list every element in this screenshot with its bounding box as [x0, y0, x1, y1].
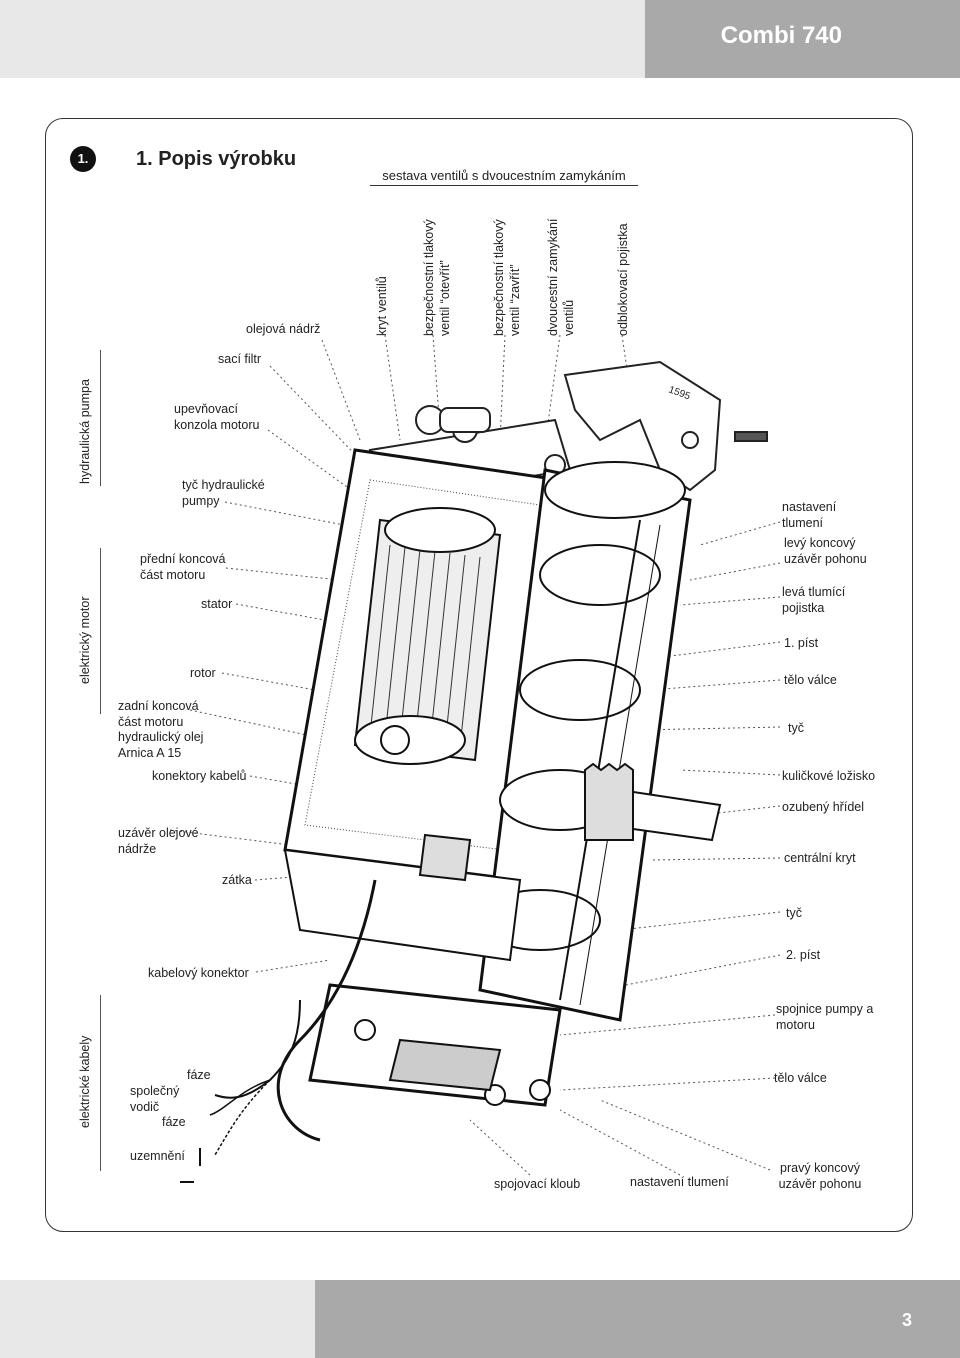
- label-right-end-cap: pravý koncový uzávěr pohonu: [778, 1161, 862, 1191]
- label-cylinder-body-2: tělo válce: [774, 1071, 827, 1085]
- label-suction-filter: sací filtr: [218, 352, 262, 366]
- label-cable-connectors: konektory kabelů: [152, 769, 247, 783]
- label-two-way-lock: dvoucestní zamykání ventilů: [546, 218, 576, 336]
- label-valve-cover: kryt ventilů: [375, 276, 389, 336]
- power-cable: [209, 879, 377, 1156]
- category-line-cables: [100, 995, 101, 1171]
- label-stator: stator: [201, 597, 233, 611]
- valve-assembly-header: sestava ventilů s dvoucestním zamykáním: [370, 168, 638, 186]
- label-phase-2: fáze: [162, 1115, 186, 1129]
- label-ball-bearing: kuličkové ložisko: [782, 769, 876, 783]
- header-band-right: Combi 740: [645, 0, 960, 78]
- label-piston-1: 1. píst: [784, 636, 819, 650]
- stator-rotor: [353, 507, 502, 765]
- label-central-cover: centrální kryt: [784, 851, 856, 865]
- label-rod-1: tyč: [788, 721, 804, 735]
- label-pump-rod: tyč hydraulické pumpy: [182, 478, 265, 508]
- label-oil-tank-cap: uzávěr olejové nádrže: [118, 826, 199, 856]
- gear-shaft: [584, 762, 722, 842]
- label-phase-1: fáze: [187, 1068, 211, 1082]
- label-joint: spojovací kloub: [494, 1177, 581, 1191]
- footer-band-right: 3: [315, 1280, 960, 1358]
- lower-block: [283, 833, 522, 962]
- label-rod-2: tyč: [786, 906, 802, 920]
- label-gear-shaft: ozubený hřídel: [782, 800, 865, 814]
- label-left-end-cap: levý koncový uzávěr pohonu: [784, 536, 867, 566]
- label-left-damping-lock: levá tlumící pojistka: [782, 585, 846, 615]
- label-pump-motor-coupling: spojnice pumpy a motoru: [776, 1002, 874, 1032]
- label-rotor: rotor: [190, 666, 216, 680]
- section-title: 1. Popis výrobku: [136, 148, 297, 170]
- label-oil-tank: olejová nádrž: [246, 322, 321, 336]
- label-motor-bracket: upevňovací konzola motoru: [174, 402, 260, 432]
- label-release-lock: odblokovací pojistka: [616, 223, 630, 336]
- label-cylinder-body-1: tělo válce: [784, 673, 837, 687]
- footer-band-left: [0, 1280, 315, 1358]
- category-line-motor: [100, 548, 101, 714]
- label-common-wire: společný vodič: [130, 1084, 180, 1114]
- right-end-cap: [308, 983, 562, 1107]
- label-piston-2: 2. píst: [786, 948, 821, 962]
- label-cable-connector: kabelový konektor: [148, 966, 249, 980]
- page-number: 3: [901, 1310, 912, 1330]
- content-frame: [45, 118, 913, 1232]
- document-title: Combi 740: [720, 22, 842, 49]
- label-front-motor-end: přední koncová část motoru: [140, 552, 226, 582]
- label-damping-adjust-left: nastavení tlumení: [782, 500, 837, 530]
- label-pressure-valve-close: bezpečnostní tlakový ventil “zavřít”: [492, 219, 522, 336]
- label-rear-motor-end: zadní koncová část motoru hydraulický ol…: [118, 699, 204, 760]
- label-damping-adjust-bottom: nastavení tlumení: [630, 1175, 729, 1189]
- ground-symbol: [180, 1148, 201, 1183]
- header-band-left: [0, 0, 645, 78]
- label-ground: uzemnění: [130, 1149, 185, 1163]
- label-pressure-valve-open: bezpečnostní tlakový ventil “otevřít”: [422, 219, 452, 336]
- section-badge: 1.: [70, 146, 96, 172]
- category-line-pump: [100, 350, 101, 486]
- label-plug: zátka: [222, 873, 252, 887]
